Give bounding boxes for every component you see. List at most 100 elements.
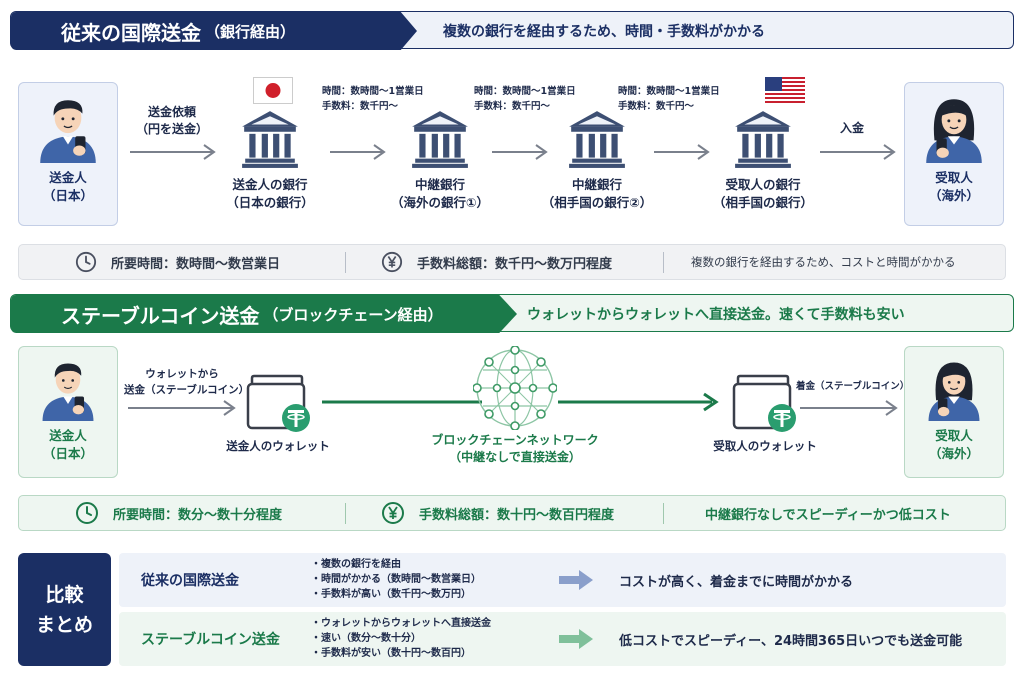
traditional-sender-country: （日本） xyxy=(42,188,93,203)
man-with-phone-icon xyxy=(32,91,104,163)
summary-points-list: 複数の銀行を経由 時間がかかる（数時間〜数営業日） 手数料が高い（数千円〜数万円… xyxy=(311,557,481,602)
traditional-note: 複数の銀行を経由するため、コストと時間がかかる xyxy=(691,255,956,269)
network-label-line1: ブロックチェーンネットワーク xyxy=(431,433,599,447)
stablecoin-header-title-block: ステーブルコイン送金 （ブロックチェーン経由） xyxy=(11,295,517,333)
blockchain-network-icon xyxy=(473,346,557,430)
deposit-label: 入金 xyxy=(839,121,864,135)
stablecoin-header: ステーブルコイン送金 （ブロックチェーン経由） ウォレットからウォレットへ直接送… xyxy=(10,294,1014,333)
arrow-right-icon xyxy=(559,570,593,590)
summary-points-list: ウォレットからウォレットへ直接送金 速い（数分〜数十分） 手数料が安い（数十円〜… xyxy=(311,616,491,661)
stablecoin-header-desc: ウォレットからウォレットへ直接送金。速くて手数料も安い xyxy=(527,307,905,323)
clock-icon xyxy=(75,501,99,525)
list-item: 手数料が高い（数千円〜数万円） xyxy=(311,587,481,602)
bank-icon xyxy=(566,108,628,170)
bank-icon xyxy=(732,108,794,170)
blockchain-network-label: ブロックチェーンネットワーク （中継なしで直接送金） xyxy=(418,432,612,466)
stablecoin-sender-box: 送金人 （日本） xyxy=(18,346,118,478)
arrow-right-icon xyxy=(800,400,898,416)
arrow-right-icon xyxy=(492,144,548,160)
bank-relay-1-label: 中継銀行 xyxy=(414,177,465,192)
summary-row-traditional: 従来の国際送金 複数の銀行を経由 時間がかかる（数時間〜数営業日） 手数料が高い… xyxy=(119,553,1006,607)
divider xyxy=(663,503,664,524)
summary-row-name: ステーブルコイン送金 xyxy=(141,632,280,648)
traditional-header-suffix: （銀行経由） xyxy=(205,22,296,41)
arrow-right-icon xyxy=(559,629,593,649)
wallet-tether-icon xyxy=(244,374,314,434)
clock-icon xyxy=(75,251,97,273)
hop-2-fee: 手数料：数千円〜 xyxy=(474,101,551,112)
hop-3-time: 時間：数時間〜1営業日 xyxy=(618,86,720,97)
traditional-info-bar: 所要時間：数時間〜数営業日 手数料総額：数千円〜数万円程度 複数の銀行を経由する… xyxy=(18,244,1006,280)
us-flag-icon xyxy=(765,77,805,103)
wallet-tether-icon xyxy=(730,374,800,434)
traditional-time-text: 所要時間：数時間〜数営業日 xyxy=(111,256,281,272)
list-item: 時間がかかる（数時間〜数営業日） xyxy=(311,572,481,587)
woman-with-phone-icon xyxy=(918,91,990,163)
arrow-right-icon xyxy=(128,400,236,416)
receiver-wallet-label: 受取人のウォレット xyxy=(713,439,817,453)
yen-icon xyxy=(381,251,403,273)
summary-row-conclusion: コストが高く、着金までに時間がかかる xyxy=(619,574,854,590)
bank-relay-2-label: 中継銀行 xyxy=(571,177,622,192)
summary-row-stablecoin: ステーブルコイン送金 ウォレットからウォレットへ直接送金 速い（数分〜数十分） … xyxy=(119,612,1006,666)
stablecoin-sender-country: （日本） xyxy=(42,446,93,461)
traditional-receiver-label: 受取人 xyxy=(935,170,973,185)
stablecoin-note: 中継銀行なしでスピーディーかつ低コスト xyxy=(705,507,951,523)
traditional-receiver-box: 受取人 （海外） xyxy=(904,82,1004,226)
stablecoin-receiver-box: 受取人 （海外） xyxy=(904,346,1004,478)
stablecoin-info-bar: 所要時間：数分〜数十分程度 手数料総額：数十円〜数百円程度 中継銀行なしでスピー… xyxy=(18,495,1006,531)
arrive-arrow-label: 着金（ステーブルコイン） xyxy=(796,381,910,392)
list-item: ウォレットからウォレットへ直接送金 xyxy=(311,616,491,631)
bank-sender-sub: （日本の銀行） xyxy=(226,195,314,210)
japan-flag-icon xyxy=(253,77,293,104)
summary-title-line2: まとめ xyxy=(35,613,93,636)
divider xyxy=(663,252,664,273)
sender-wallet-label: 送金人のウォレット xyxy=(226,439,330,453)
man-with-phone-icon xyxy=(35,355,101,421)
traditional-fee-cell: 手数料総額：数千円〜数万円程度 xyxy=(381,245,612,279)
hop-1-fee: 手数料：数千円〜 xyxy=(322,101,399,112)
stablecoin-time-text: 所要時間：数分〜数十分程度 xyxy=(113,507,283,523)
stablecoin-receiver-country: （海外） xyxy=(928,446,979,461)
bank-icon xyxy=(239,108,301,170)
network-label-line2: （中継なしで直接送金） xyxy=(449,450,581,464)
hop-note-1: 時間：数時間〜1営業日 手数料：数千円〜 xyxy=(322,84,424,114)
bank-relay-2: 中継銀行 （相手国の銀行②） xyxy=(532,108,662,212)
bank-relay-2-sub: （相手国の銀行②） xyxy=(541,195,653,210)
stablecoin-time-cell: 所要時間：数分〜数十分程度 xyxy=(75,496,282,530)
send-label-line2: 送金（ステーブルコイン） xyxy=(124,384,250,396)
traditional-header-desc: 複数の銀行を経由するため、時間・手数料がかかる xyxy=(443,24,765,40)
hop-note-3: 時間：数時間〜1営業日 手数料：数千円〜 xyxy=(618,84,720,114)
traditional-receiver-country: （海外） xyxy=(928,188,979,203)
bank-sender: 送金人の銀行 （日本の銀行） xyxy=(205,108,335,212)
arrow-right-icon xyxy=(820,144,896,160)
stablecoin-header-title: ステーブルコイン送金 xyxy=(61,303,260,328)
divider xyxy=(345,503,346,524)
summary-row-conclusion: 低コストでスピーディー、24時間365日いつでも送金可能 xyxy=(619,633,963,649)
bank-receiver-label: 受取人の銀行 xyxy=(725,177,801,192)
bank-sender-label: 送金人の銀行 xyxy=(232,177,308,192)
list-item: 手数料が安い（数十円〜数百円） xyxy=(311,646,491,661)
hop-note-2: 時間：数時間〜1営業日 手数料：数千円〜 xyxy=(474,84,576,114)
summary-row-name: 従来の国際送金 xyxy=(141,573,239,589)
list-item: 速い（数分〜数十分） xyxy=(311,631,491,646)
green-arrow-icon xyxy=(322,392,719,412)
traditional-fee-text: 手数料総額：数千円〜数万円程度 xyxy=(417,256,613,272)
traditional-header-title: 従来の国際送金 xyxy=(61,20,201,45)
bank-receiver-sub: （相手国の銀行） xyxy=(712,195,813,210)
arrow-right-icon xyxy=(130,144,216,160)
request-label-line1: 送金依頼 xyxy=(147,105,196,119)
stablecoin-receiver-label: 受取人 xyxy=(935,428,973,443)
request-arrow-label: 送金依頼 （円を送金） xyxy=(130,104,214,138)
hop-2-time: 時間：数時間〜1営業日 xyxy=(474,86,576,97)
summary-title: 比較 まとめ xyxy=(18,553,111,666)
send-arrow-label: ウォレットから 送金（ステーブルコイン） xyxy=(124,366,250,398)
bank-relay-1: 中継銀行 （海外の銀行①） xyxy=(375,108,505,212)
yen-icon xyxy=(381,501,405,525)
traditional-sender-label: 送金人 xyxy=(49,170,87,185)
traditional-sender-box: 送金人 （日本） xyxy=(18,82,118,226)
traditional-time-cell: 所要時間：数時間〜数営業日 xyxy=(75,245,280,279)
stablecoin-fee-text: 手数料総額：数十円〜数百円程度 xyxy=(419,507,615,523)
arrow-right-icon xyxy=(654,144,710,160)
stablecoin-fee-cell: 手数料総額：数十円〜数百円程度 xyxy=(381,496,614,530)
